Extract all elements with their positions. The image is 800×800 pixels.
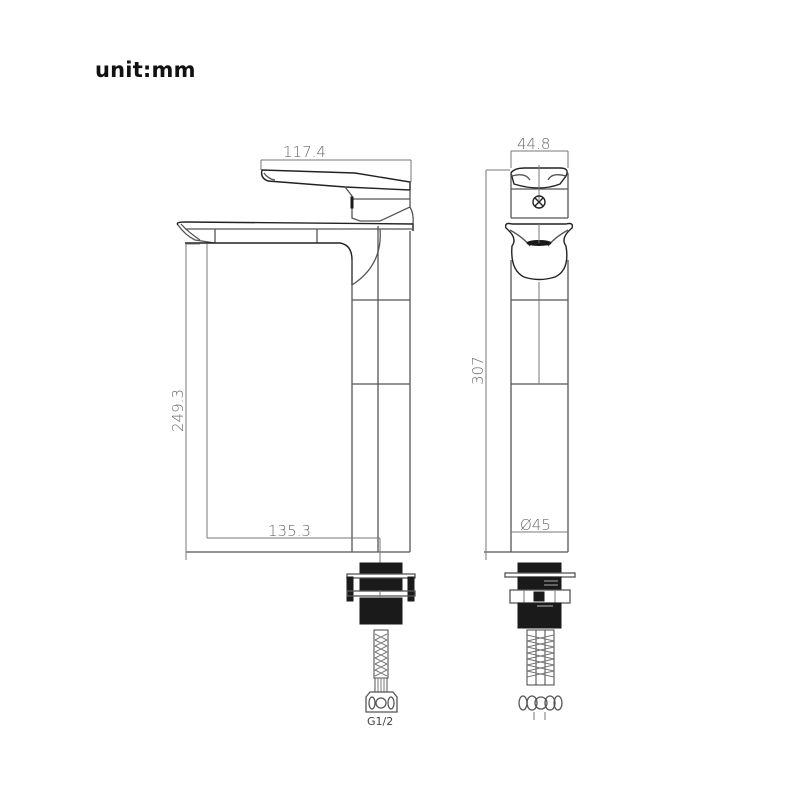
dim-text-135-3: 135.3 bbox=[268, 522, 311, 540]
thread-label: G1/2 bbox=[367, 715, 393, 728]
dim-text-diameter-45: Ø45 bbox=[520, 516, 551, 534]
side-body bbox=[186, 231, 411, 553]
front-mounting-nut bbox=[504, 562, 576, 629]
unit-label: unit:mm bbox=[95, 58, 196, 82]
dim-135-3: 135.3 bbox=[207, 522, 381, 565]
side-handle bbox=[260, 169, 414, 225]
side-spout bbox=[176, 221, 414, 552]
dim-text-249-3: 249.3 bbox=[169, 389, 187, 432]
dim-diameter-45: Ø45 bbox=[511, 516, 568, 534]
dim-text-307: 307 bbox=[469, 356, 487, 385]
dim-249-3: 249.3 bbox=[169, 243, 208, 560]
front-spout bbox=[504, 222, 574, 281]
dim-text-44-8: 44.8 bbox=[517, 135, 550, 153]
front-hoses bbox=[518, 629, 563, 720]
front-handle bbox=[510, 165, 569, 219]
dim-117-4: 117.4 bbox=[260, 143, 412, 182]
front-body bbox=[484, 260, 569, 553]
dim-307: 307 bbox=[469, 169, 510, 560]
side-hose: G1/2 bbox=[365, 629, 398, 728]
dim-text-117-4: 117.4 bbox=[283, 143, 326, 161]
front-view: 44.8 307 Ø45 bbox=[469, 135, 576, 720]
side-view: 117.4 249.3 135.3 bbox=[169, 143, 416, 728]
dim-44-8: 44.8 bbox=[510, 135, 569, 168]
side-mounting-nut bbox=[346, 562, 416, 625]
